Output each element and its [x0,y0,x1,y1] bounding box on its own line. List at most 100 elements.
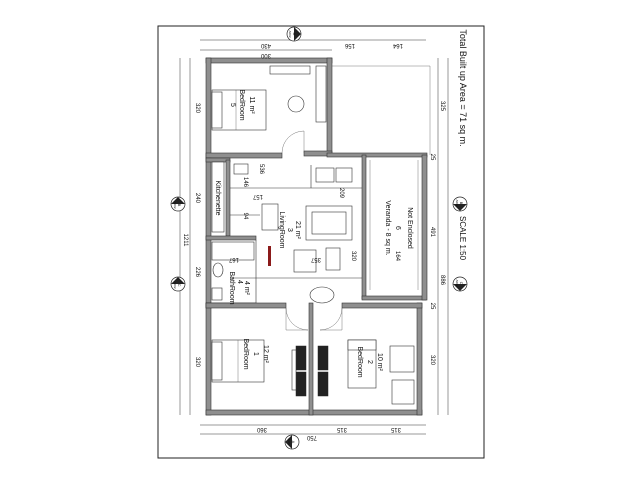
sink-icon [211,287,223,301]
room-label-bedroom1: BedRoom 1 12 m² [242,338,269,369]
svg-text:A002: A002 [287,438,291,445]
dims-interior: 536 146 157 209 94 167 357 320 164 [228,164,400,262]
svg-text:11 m²: 11 m² [248,96,255,114]
svg-text:320: 320 [429,355,435,366]
svg-text:750: 750 [306,434,317,440]
svg-text:886: 886 [439,275,445,286]
section-marker-left-lower: C A002 [170,276,186,292]
svg-text:320: 320 [194,357,200,368]
svg-text:6: 6 [394,226,401,230]
svg-text:491: 491 [429,227,435,238]
svg-text:A002: A002 [173,201,177,208]
svg-text:1211: 1211 [182,234,188,248]
svg-text:25: 25 [429,154,435,161]
svg-text:5: 5 [229,103,236,107]
svg-text:357: 357 [310,256,321,262]
svg-text:536: 536 [258,164,264,175]
svg-text:A: A [291,441,296,444]
dining-table-icon [309,286,335,304]
svg-text:4 m²: 4 m² [243,281,250,296]
svg-text:320: 320 [350,251,356,262]
svg-text:C: C [177,284,182,287]
door-swing-icon [281,130,305,154]
svg-text:94: 94 [242,213,248,220]
wardrobe-icon [269,65,311,75]
armchair-icon [261,203,279,231]
svg-text:4: 4 [236,280,243,284]
svg-text:BedRoom: BedRoom [242,338,249,369]
svg-text:209: 209 [338,188,344,199]
section-marker-left-upper: B A002 [170,196,186,212]
total-area-label: Total Built up Area = 71 sq m. [458,29,468,146]
svg-text:156: 156 [344,42,355,48]
furniture [211,65,419,405]
room-label-bath: BathRoom 4 4 m² [228,271,250,304]
svg-text:A002: A002 [288,30,292,37]
svg-text:B: B [459,202,464,205]
svg-text:320: 320 [194,103,200,114]
section-marker-right-upper: B A002 [452,196,468,212]
svg-text:315: 315 [336,426,347,432]
room-label-bedroom5: BedRoom 5 11 m² [229,89,255,120]
svg-text:325: 325 [439,101,445,112]
section-marker-right-lower: C A002 [452,276,468,292]
svg-text:10 m²: 10 m² [376,353,383,372]
svg-text:167: 167 [228,256,239,262]
svg-text:12 m²: 12 m² [262,345,269,364]
wardrobe-icon [391,379,415,405]
kitchen-counter-icon [211,161,225,233]
svg-text:LivingRoom: LivingRoom [278,212,285,249]
toilet-icon [212,262,224,278]
door-swing-icon [319,307,343,331]
room-label-living: LivingRoom 3 21 m² [278,212,301,249]
tv-icon [268,246,271,266]
section-marker-top: A A002 [286,26,302,42]
svg-text:BedRoom: BedRoom [356,346,363,377]
svg-text:430: 430 [260,42,271,48]
svg-text:Veranda - 8 sq m.: Veranda - 8 sq m. [384,200,391,255]
svg-text:A002: A002 [455,279,459,286]
svg-text:25: 25 [429,303,435,310]
fridge-icon [315,167,335,183]
dims-top: 430 300 156 164 [260,42,403,58]
room-label-veranda: Veranda - 8 sq m. 6 Not Enclosed [384,200,413,255]
dims-bottom: 750 360 315 315 [256,426,401,440]
section-marker-bottom: A A002 [284,434,300,450]
coffee-table-icon [293,249,317,273]
walls [205,57,428,416]
svg-text:300: 300 [260,52,271,58]
room-label-bedroom2: BedRoom 2 10 m² [356,346,383,377]
svg-text:BedRoom: BedRoom [238,89,245,120]
svg-text:240: 240 [194,193,200,204]
bathtub-icon [211,241,255,261]
svg-text:Not Enclosed: Not Enclosed [406,207,413,249]
svg-text:BathRoom: BathRoom [228,271,235,304]
armchair-icon [389,345,415,373]
svg-text:A002: A002 [173,281,177,288]
svg-text:B: B [177,204,182,207]
desk-icon [315,65,327,123]
svg-text:1: 1 [252,352,259,356]
svg-text:A: A [292,33,297,36]
dims-right: 325 25 491 886 25 320 [429,101,445,366]
svg-text:226: 226 [194,267,200,278]
svg-text:157: 157 [252,193,263,199]
svg-text:164: 164 [394,251,400,262]
svg-text:146: 146 [242,177,248,188]
svg-text:3: 3 [286,228,293,232]
svg-text:2: 2 [366,360,373,364]
svg-text:164: 164 [392,42,403,48]
dims-left: 320 240 1211 226 320 [182,103,200,368]
svg-text:21 m²: 21 m² [294,221,301,240]
scale-label: SCALE 1:50 [458,216,467,261]
interior-lines [230,65,431,303]
dimension-lines [179,39,449,435]
svg-text:C: C [459,282,464,285]
door-swing-icon [285,307,309,331]
chair-icon [287,95,305,113]
svg-text:Kitchenette: Kitchenette [214,180,221,215]
desk-chairs-icon [295,345,307,371]
sheet-frame [157,25,485,459]
room-label-kitchenette: Kitchenette [214,180,221,215]
